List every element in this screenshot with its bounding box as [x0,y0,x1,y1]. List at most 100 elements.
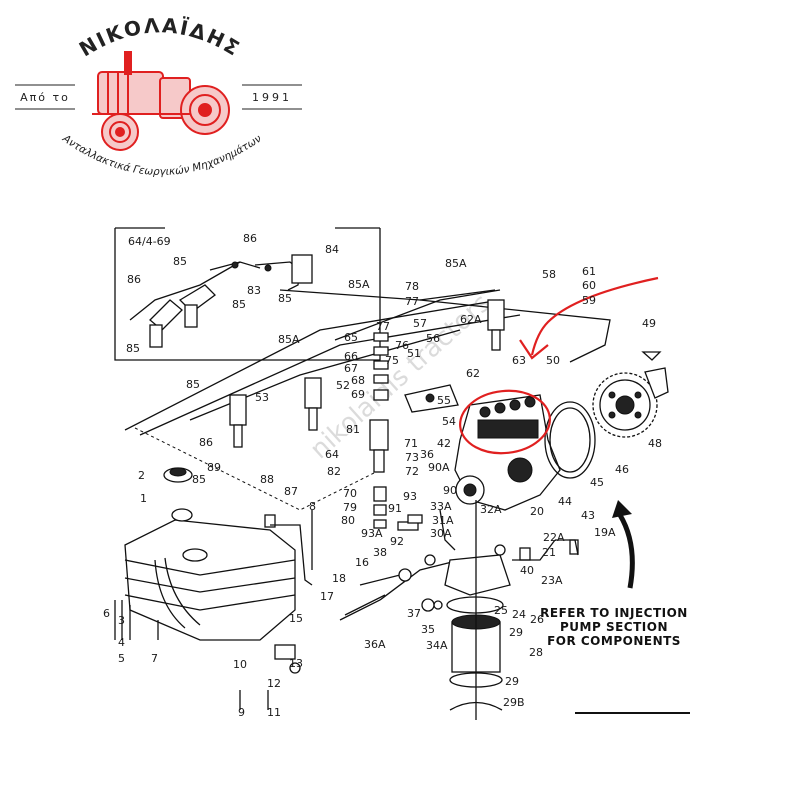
part-label: 37 [407,607,421,620]
part-label: 86 [243,232,257,245]
part-label: 5 [118,652,125,665]
part-label: 24 [512,608,526,621]
part-label: 15 [289,612,303,625]
part-label: 58 [542,268,556,281]
part-label: 77 [376,320,390,333]
part-label: 28 [529,646,543,659]
drive-gear [592,372,658,438]
part-label: 72 [405,465,419,478]
part-label: 57 [413,317,427,330]
part-label: 87 [284,485,298,498]
part-label: 70 [343,487,357,500]
part-label: 69 [351,388,365,401]
part-label: 88 [260,473,274,486]
part-label: 62 [466,367,480,380]
part-label: 38 [373,546,387,559]
part-label: 76 [395,339,409,352]
part-label: 60 [582,279,596,292]
part-label: 85A [278,333,300,346]
part-label: 66 [344,350,358,363]
part-label: 34A [426,639,448,652]
part-label: 4 [118,636,125,649]
note-line-3: FOR COMPONENTS [547,634,681,648]
part-label: 65 [344,331,358,344]
part-label: 68 [351,374,365,387]
part-label: 85 [278,292,292,305]
part-label: 44 [558,495,572,508]
part-label: 90A [428,461,450,474]
part-number-labels: 86 84 85 86 83 85 85 85 85A 85A 85A 78 7… [103,232,662,719]
red-highlight-circle [459,389,551,455]
part-label: 82 [327,465,341,478]
fuel-system-drawing [114,289,690,720]
tractor-icon [92,51,230,151]
fuel-filter [444,500,511,720]
inset-detail: 64/4-69 [114,227,381,361]
part-label: 59 [582,294,596,307]
part-label: 45 [590,476,604,489]
part-label: 36 [420,448,434,461]
part-label: 90 [443,484,457,497]
part-label: 81 [346,423,360,436]
part-label: 64 [325,448,339,461]
part-label: 93 [403,490,417,503]
part-label: 67 [344,362,358,375]
part-label: 75 [385,354,399,367]
refer-note: REFER TO INJECTION PUMP SECTION FOR COMP… [540,606,688,648]
red-annotation [459,276,659,455]
part-label: 18 [332,572,346,585]
part-label: 92 [390,535,404,548]
part-label: 32A [480,503,502,516]
part-label: 85 [192,473,206,486]
part-label: 71 [404,437,418,450]
part-label: 78 [405,280,419,293]
part-label: 50 [546,354,560,367]
red-arrowhead-icon [519,339,549,360]
part-label: 77 [405,295,419,308]
part-label: 63 [512,354,526,367]
part-label: 52 [336,379,350,392]
note-line-1: REFER TO INJECTION [540,606,688,620]
part-label: 10 [233,658,247,671]
part-label: 43 [581,509,595,522]
part-label: 29 [509,626,523,639]
logo-year: 1991 [252,91,292,104]
part-label: 16 [355,556,369,569]
part-label: 29 [505,675,519,688]
part-label: 36A [364,638,386,651]
part-label: 89 [207,461,221,474]
callout-arrow-icon [612,500,635,589]
part-label: 91 [388,502,402,515]
part-label: 20 [530,505,544,518]
part-label: 56 [426,332,440,345]
part-label: 1 [140,492,147,505]
logo-tagline: Ανταλλακτικά Γεωργικών Μηχανημάτων [60,132,264,178]
part-label: 73 [405,451,419,464]
part-label: 85 [173,255,187,268]
part-label: 31A [432,514,454,527]
part-label: 42 [437,437,451,450]
part-label: 25 [494,604,508,617]
part-label: 53 [255,391,269,404]
part-label: 49 [642,317,656,330]
part-label: 9 [238,706,245,719]
part-label: 6 [103,607,110,620]
part-label: 7 [151,652,158,665]
logo-since-label: Από το [20,91,70,104]
part-label: 54 [442,415,456,428]
part-label: 13 [289,657,303,670]
part-label: 80 [341,514,355,527]
part-label: 85 [186,378,200,391]
part-label: 46 [615,463,629,476]
part-label: 19A [594,526,616,539]
part-label: 86 [127,273,141,286]
part-label: 86 [199,436,213,449]
part-label: 79 [343,501,357,514]
part-label: 23A [541,574,563,587]
logo-brand-text: ΝΙΚΟΛΑΪΔΗΣ [75,13,245,61]
part-label: 84 [325,243,339,256]
part-label: 51 [407,347,421,360]
part-label: 85 [126,342,140,355]
part-label: 93A [361,527,383,540]
